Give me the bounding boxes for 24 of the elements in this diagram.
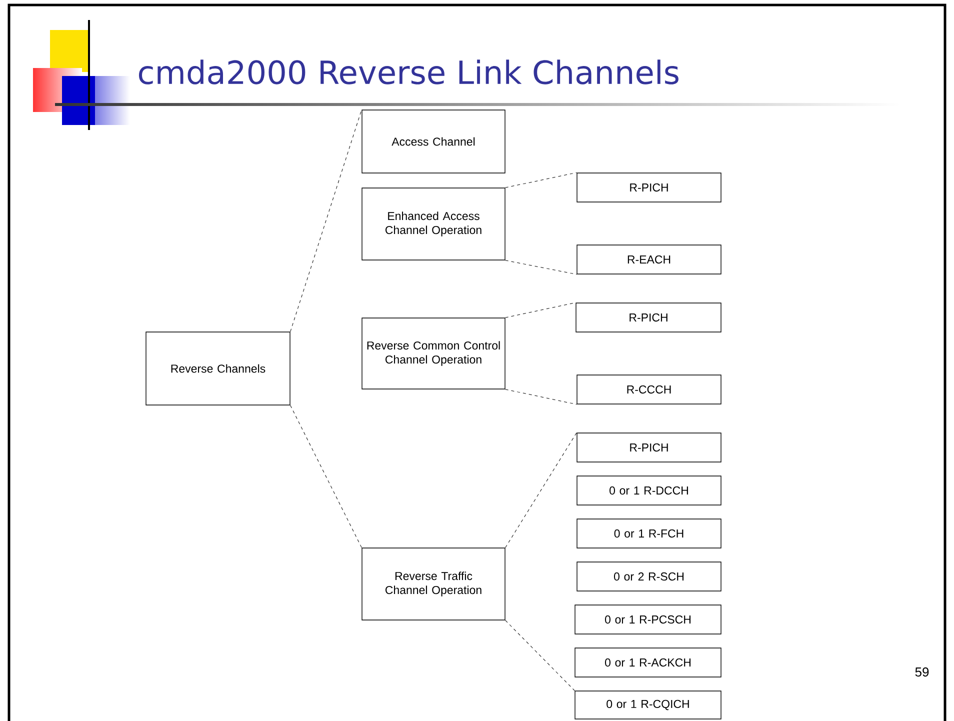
connector-line bbox=[505, 260, 577, 275]
channel-box: R-PICH bbox=[576, 432, 722, 462]
slide-title: cmda2000 Reverse Link Channels bbox=[138, 60, 678, 84]
channel-box: Reverse Common Control Channel Operation bbox=[362, 318, 506, 390]
channel-box: R-EACH bbox=[576, 244, 722, 274]
channel-box: Enhanced Access Channel Operation bbox=[362, 188, 506, 260]
channel-box: R-CCCH bbox=[576, 374, 722, 404]
connector-line bbox=[290, 405, 362, 548]
page-number: 59 bbox=[915, 667, 929, 677]
channel-box: 0 or 1 R-CQICH bbox=[574, 690, 722, 720]
channel-box: 0 or 1 R-PCSCH bbox=[574, 604, 722, 634]
channel-box: 0 or 1 R-FCH bbox=[576, 518, 722, 548]
channel-box: 0 or 2 R-SCH bbox=[576, 562, 722, 592]
channel-box: R-PICH bbox=[576, 302, 722, 332]
channel-box: Access Channel bbox=[362, 110, 506, 174]
channel-box: 0 or 1 R-DCCH bbox=[576, 476, 722, 506]
connector-line bbox=[505, 620, 575, 691]
channel-box: 0 or 1 R-ACKCH bbox=[574, 648, 722, 678]
connector-line bbox=[505, 389, 577, 405]
connector-line bbox=[505, 172, 577, 188]
connector-line bbox=[505, 432, 577, 548]
channel-box: Reverse Traffic Channel Operation bbox=[362, 548, 506, 620]
channel-box: Reverse Channels bbox=[146, 332, 290, 406]
channel-box: R-PICH bbox=[576, 172, 722, 202]
